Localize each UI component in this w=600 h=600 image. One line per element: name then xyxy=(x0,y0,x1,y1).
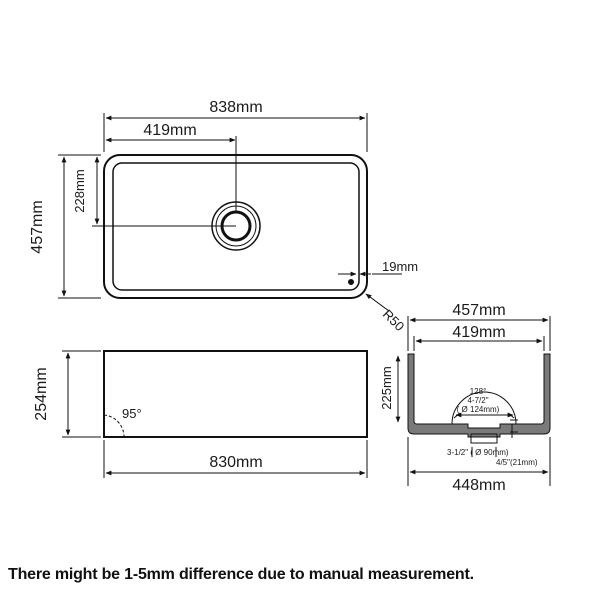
label-drain-offset-x: 419mm xyxy=(143,122,196,139)
drain-pipe xyxy=(470,433,498,444)
label-overall-depth: 457mm xyxy=(29,200,46,253)
label-corner-radius: R50 xyxy=(380,307,407,334)
sink-front-face xyxy=(103,350,368,438)
drain-top xyxy=(211,201,261,251)
top-view xyxy=(58,113,402,312)
label-front-height: 254mm xyxy=(33,367,50,420)
label-overall-width: 838mm xyxy=(209,99,262,116)
overflow-hole xyxy=(348,279,354,285)
measurement-note: There might be 1-5mm difference due to m… xyxy=(8,566,474,583)
radius-leader xyxy=(365,293,390,312)
label-drain-offset: 4/5"(21mm) xyxy=(496,458,538,467)
label-drain-offset-y: 228mm xyxy=(72,169,87,212)
label-section-bottom: 448mm xyxy=(452,477,505,494)
angle-arc xyxy=(103,414,125,437)
label-drain-flange-mm: ( Ø 124mm) xyxy=(457,405,500,414)
label-section-inner: 419mm xyxy=(452,324,505,341)
label-section-height: 225mm xyxy=(379,366,394,409)
label-drain-outlet: 3-1/2" ( Ø 90mm) xyxy=(447,448,509,457)
label-angle: 95° xyxy=(122,406,142,421)
label-section-depth: 457mm xyxy=(452,302,505,319)
side-section xyxy=(395,316,551,486)
front-view xyxy=(62,350,368,478)
label-wall-thickness: 19mm xyxy=(382,259,418,274)
sink-section-wall xyxy=(407,353,551,438)
label-front-width: 830mm xyxy=(209,454,262,471)
label-slope-angle: 128° xyxy=(470,387,487,396)
slope-arc xyxy=(451,391,517,425)
label-drain-flange: 4-7/2" xyxy=(467,396,488,405)
